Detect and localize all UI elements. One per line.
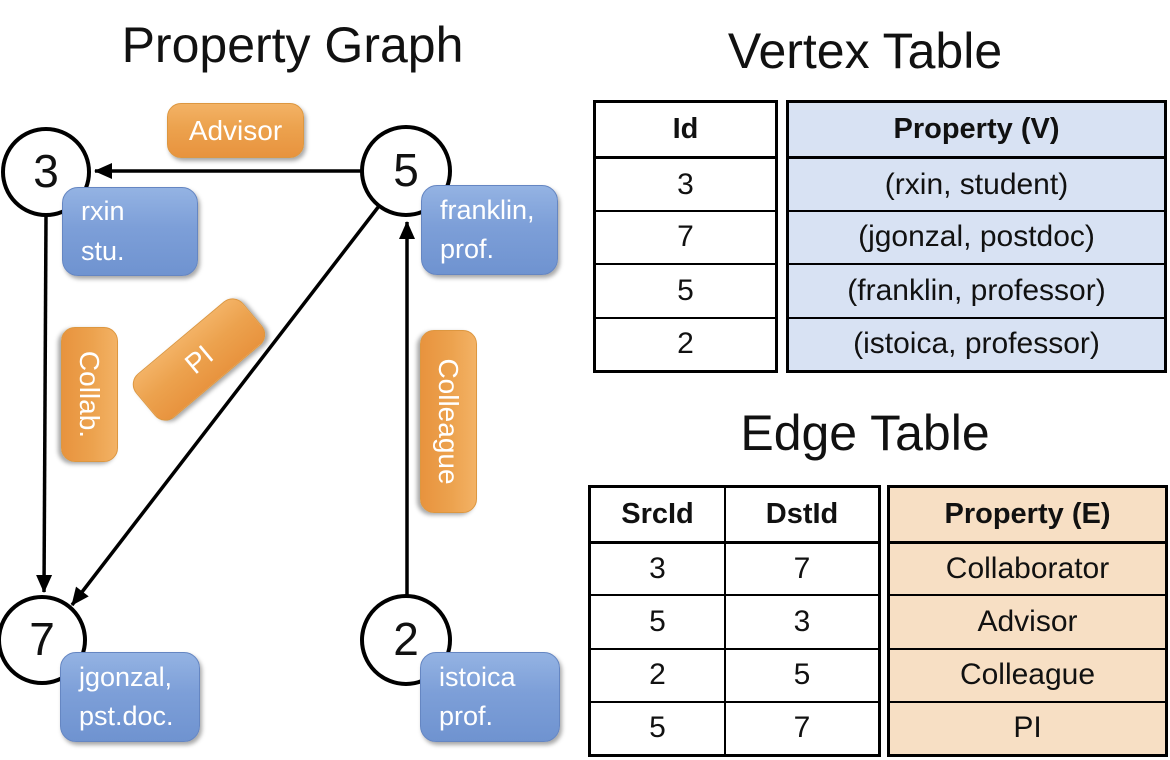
vertex-property-box-rxin: rxin stu. bbox=[62, 187, 198, 276]
property-graph-title: Property Graph bbox=[121, 17, 464, 73]
table-cell: Advisor bbox=[890, 594, 1165, 648]
vertex-table-id-column: Id 3 7 5 2 bbox=[593, 100, 778, 373]
table-cell: (jgonzal, postdoc) bbox=[789, 209, 1164, 264]
vertex-box-line: istoica bbox=[439, 661, 516, 692]
vertex-property-box-istoica: istoica prof. bbox=[420, 652, 560, 742]
table-cell: (rxin, student) bbox=[789, 156, 1164, 210]
table-cell: 3 bbox=[596, 156, 775, 209]
edge-line-3-to-7 bbox=[36, 215, 53, 593]
vertex-table-header-id: Id bbox=[672, 113, 699, 146]
table-cell: PI bbox=[890, 700, 1165, 754]
graph-edges-svg bbox=[0, 125, 452, 686]
edge-table-header-dstid: DstId bbox=[765, 498, 839, 531]
edge-label-text: PI bbox=[178, 338, 219, 380]
edge-label-colleague: Colleague bbox=[420, 330, 477, 513]
vertex-box-line: jgonzal, bbox=[79, 661, 173, 692]
table-cell: 7 bbox=[726, 700, 878, 754]
table-cell: 5 bbox=[591, 700, 726, 754]
table-cell: 3 bbox=[591, 541, 726, 595]
table-cell: (istoica, professor) bbox=[789, 316, 1164, 370]
table-cell: 7 bbox=[726, 541, 878, 594]
vertex-box-line: prof. bbox=[439, 701, 494, 731]
table-cell: 3 bbox=[726, 594, 878, 647]
edge-table-id-columns: SrcId DstId 3 7 5 3 2 5 5 7 bbox=[588, 485, 881, 757]
edge-line-5-to-7 bbox=[70, 204, 381, 607]
table-cell: 7 bbox=[596, 209, 775, 263]
vertex-property-box-jgonzal: jgonzal, pst.doc. bbox=[60, 652, 200, 742]
vertex-table: Id 3 7 5 2 Property (V) (rxin, student) … bbox=[593, 100, 1167, 373]
table-cell: Collaborator bbox=[890, 541, 1165, 595]
vertex-box-line: stu. bbox=[81, 235, 125, 266]
vertex-table-title: Vertex Table bbox=[727, 23, 1003, 79]
node-id-7: 7 bbox=[29, 612, 55, 665]
edge-label-text: Advisor bbox=[188, 114, 283, 146]
edge-table-header-property: Property (E) bbox=[890, 488, 1165, 542]
edge-table: SrcId DstId 3 7 5 3 2 5 5 7 Property (E)… bbox=[588, 485, 1168, 757]
vertex-box-line: pst.doc. bbox=[79, 701, 174, 731]
table-cell: 2 bbox=[591, 647, 726, 701]
table-cell: 5 bbox=[726, 647, 878, 701]
vertex-table-property-column: Property (V) (rxin, student) (jgonzal, p… bbox=[786, 100, 1167, 373]
table-cell: 5 bbox=[591, 594, 726, 648]
edge-label-text: Collab. bbox=[74, 350, 106, 439]
edge-label-advisor: Advisor bbox=[167, 103, 304, 158]
vertex-table-header-property: Property (V) bbox=[789, 103, 1164, 157]
node-id-3: 3 bbox=[33, 144, 59, 197]
vertex-box-line: prof. bbox=[440, 234, 495, 264]
edge-table-title: Edge Table bbox=[740, 405, 990, 461]
vertex-box-line: franklin, bbox=[440, 194, 535, 225]
node-id-2: 2 bbox=[393, 612, 419, 665]
table-cell: 5 bbox=[596, 263, 775, 316]
edge-label-collab: Collab. bbox=[61, 327, 118, 462]
table-cell: (franklin, professor) bbox=[789, 263, 1164, 317]
table-cell: 2 bbox=[596, 316, 775, 370]
vertex-property-box-franklin: franklin, prof. bbox=[421, 185, 558, 275]
table-cell: Colleague bbox=[890, 647, 1165, 701]
edge-table-header-srcid: SrcId bbox=[591, 488, 726, 542]
vertex-box-line: rxin bbox=[81, 196, 125, 227]
node-id-5: 5 bbox=[393, 143, 419, 196]
edge-table-property-column: Property (E) Collaborator Advisor Collea… bbox=[887, 485, 1168, 757]
edge-label-text: Colleague bbox=[433, 358, 465, 485]
